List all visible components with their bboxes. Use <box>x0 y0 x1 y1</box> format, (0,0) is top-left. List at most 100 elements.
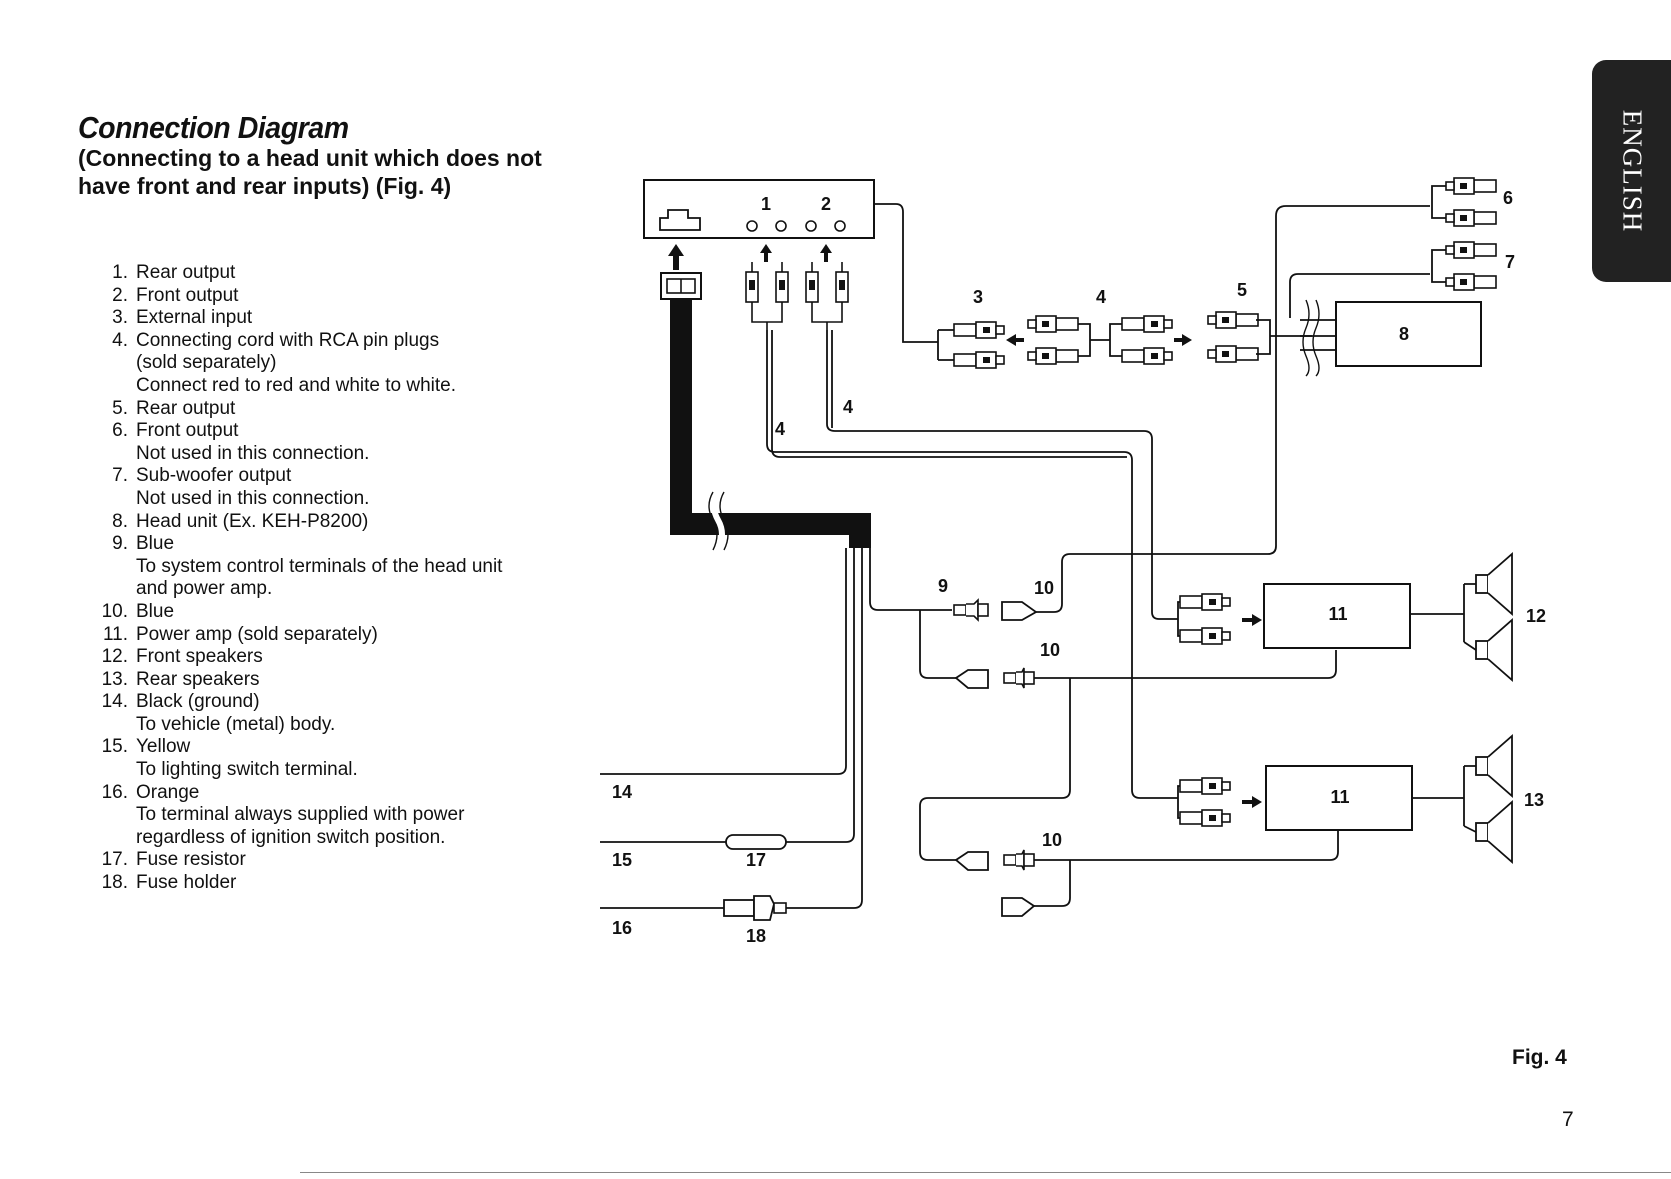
legend-item-text: Head unit (Ex. KEH-P8200) <box>136 511 368 534</box>
legend-item-text: Black (ground)To vehicle (metal) body. <box>136 691 335 736</box>
legend-item-label: Orange <box>136 781 200 803</box>
legend-item-text: Front output <box>136 285 238 308</box>
rear-speakers-13: 13 <box>1463 735 1544 863</box>
blue-lead-9: 9 <box>938 576 989 622</box>
legend-item-number: 13. <box>101 668 128 690</box>
page-number: 7 <box>1562 1108 1574 1131</box>
legend-item-number: 3. <box>112 307 128 329</box>
callout-10-c: 10 <box>1042 830 1062 850</box>
legend-item: 1.Rear output <box>84 262 502 285</box>
callout-17: 17 <box>746 850 766 870</box>
legend-item: 13. Rear speakers <box>84 669 502 692</box>
legend-item: 4.Connecting cord with RCA pin plugs(sol… <box>84 330 502 398</box>
legend-item-note: regardless of ignition switch position. <box>136 826 446 848</box>
legend-item-note: To lighting switch terminal. <box>136 759 358 781</box>
harness-connector <box>660 272 871 552</box>
front-speakers-12: 12 <box>1463 553 1546 681</box>
legend-item-text: Rear output <box>136 398 235 421</box>
legend-item-label: Sub-woofer output <box>136 465 292 487</box>
legend-item-label: Rear speakers <box>136 668 260 690</box>
callout-8: 8 <box>1399 324 1409 344</box>
callout-15: 15 <box>612 850 632 870</box>
external-input-3: 3 <box>937 287 1024 369</box>
callout-11-rear: 11 <box>1330 787 1349 807</box>
legend-item: 18.Fuse holder <box>84 872 502 895</box>
page-subtitle: (Connecting to a head unit which does no… <box>78 145 542 199</box>
legend-item-label: Blue <box>136 533 175 555</box>
legend-item-number: 8. <box>112 510 128 532</box>
legend-item-text: Fuse resistor <box>136 849 246 872</box>
callout-4-top: 4 <box>1096 287 1106 307</box>
legend-item-label: Fuse holder <box>136 872 237 894</box>
legend-item: 10.Blue <box>84 601 502 624</box>
legend-item-text: Connecting cord with RCA pin plugs(sold … <box>136 330 456 398</box>
legend-item-note: Not used in this connection. <box>136 487 370 509</box>
legend-item: 14. Black (ground)To vehicle (metal) body… <box>84 691 502 736</box>
legend-item-note: (sold separately) <box>136 352 277 374</box>
legend-item-number: 11. <box>102 623 128 645</box>
power-amp-rear: 11 <box>1177 765 1465 831</box>
legend-item: 3. External input <box>84 307 502 330</box>
blue-lead-10-b: 10 <box>919 640 1337 861</box>
head-unit-8: 8 <box>1036 205 1482 613</box>
legend-item-number: 14. <box>101 691 128 713</box>
callout-6: 6 <box>1503 188 1513 208</box>
legend-item-label: Front output <box>136 420 239 442</box>
front-output-6: 6 <box>1431 177 1513 227</box>
legend-item-label: External input <box>136 307 253 329</box>
legend-item-note: and power amp. <box>136 578 273 600</box>
callout-9: 9 <box>938 576 948 596</box>
connecting-cord-4: 4 <box>1027 287 1192 365</box>
legend-item-number: 12. <box>101 646 128 668</box>
legend-item: 5. Rear output <box>84 398 502 421</box>
legend-item-text: External input <box>136 307 252 330</box>
callout-7: 7 <box>1505 252 1515 272</box>
legend-item-label: Yellow <box>136 736 191 758</box>
legend-item-number: 17. <box>101 849 128 871</box>
legend-item-number: 2. <box>112 284 128 306</box>
callout-10-a: 10 <box>1034 578 1054 598</box>
legend-item-number: 7. <box>112 465 128 487</box>
callout-5: 5 <box>1237 280 1247 300</box>
legend-item-label: Front output <box>136 284 239 306</box>
input-arrows <box>668 244 832 270</box>
legend-item-text: Front speakers <box>136 646 263 669</box>
callout-11-front: 11 <box>1328 604 1347 624</box>
legend-item-label: Connecting cord with RCA pin plugs <box>136 329 440 351</box>
legend-item-text: Rear speakers <box>136 669 260 692</box>
legend-item-label: Front speakers <box>136 646 263 668</box>
legend-item-note: Not used in this connection. <box>136 442 370 464</box>
callout-16: 16 <box>612 918 632 938</box>
legend-item-text: Power amp (sold separately) <box>136 624 378 647</box>
callout-12: 12 <box>1526 606 1546 626</box>
legend-item-label: Fuse resistor <box>136 849 246 871</box>
legend-item-label: Black (ground) <box>136 691 260 713</box>
callout-18: 18 <box>746 926 766 946</box>
fuse-resistor-17: 17 <box>725 834 787 870</box>
harness-wires <box>600 548 956 909</box>
callout-4-mid: 4 <box>843 397 853 417</box>
legend-item-number: 5. <box>112 397 128 419</box>
callout-3: 3 <box>973 287 983 307</box>
fuse-holder-18: 18 <box>723 895 787 946</box>
legend-item: 8. Head unit (Ex. KEH-P8200) <box>84 511 502 534</box>
legend-item-number: 1. <box>112 262 128 283</box>
figure-label: Fig. 4 <box>1512 1046 1567 1069</box>
callout-14: 14 <box>612 782 632 802</box>
bottom-rule <box>300 1172 1671 1173</box>
callout-10-b: 10 <box>1040 640 1060 660</box>
legend-item-label: Blue <box>136 600 175 622</box>
language-tab: ENGLISH <box>1592 60 1671 282</box>
power-amp-front: 11 <box>1177 583 1465 649</box>
callout-1: 1 <box>761 194 771 214</box>
